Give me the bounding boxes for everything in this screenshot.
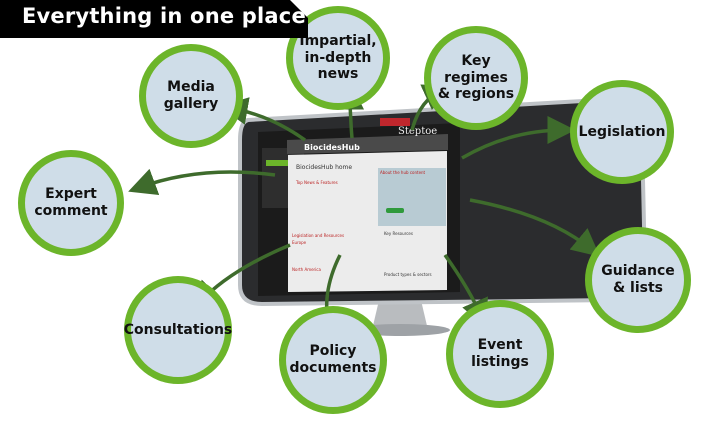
screen-north-america: North America — [292, 267, 321, 272]
arrow-guidance — [469, 198, 601, 257]
screen-about-box — [378, 168, 446, 226]
screen-site-name: BiocidesHub — [304, 143, 360, 152]
screen-news-heading: Top News & Features — [296, 180, 338, 185]
arrow-media — [219, 97, 307, 142]
bubble-expert-comment[interactable]: Expert comment — [18, 150, 124, 256]
bubble-policy-documents[interactable]: Policy documents — [279, 306, 387, 414]
bubble-impartial-news[interactable]: Impartial, in-depth news — [286, 6, 390, 110]
screen-brand: Steptoe — [398, 126, 438, 137]
screen-europe: Europe — [292, 240, 307, 245]
arrow-expert — [128, 168, 276, 196]
screen-page-title: BiocidesHub home — [296, 164, 353, 171]
page-title: Everything in one place — [22, 4, 306, 28]
bubble-key-regimes[interactable]: Key regimes & regions — [424, 26, 528, 130]
screen-header — [287, 134, 448, 154]
bubble-event-listings[interactable]: Event listings — [446, 300, 554, 408]
arrow-legislation — [461, 116, 576, 160]
bubble-media-gallery[interactable]: Media gallery — [139, 44, 243, 148]
bubble-legislation[interactable]: Legislation — [570, 80, 674, 184]
screen-key-resources: Key Resources — [384, 231, 413, 236]
screen-product-types: Product types & sectors — [384, 272, 432, 277]
bubble-guidance-lists[interactable]: Guidance & lists — [585, 227, 691, 333]
screen-about-heading: About the hub content — [380, 170, 426, 175]
title-banner — [0, 0, 308, 38]
bubble-consultations[interactable]: Consultations — [124, 276, 232, 384]
screen-legislation-heading: Legislation and Resources — [292, 233, 345, 238]
